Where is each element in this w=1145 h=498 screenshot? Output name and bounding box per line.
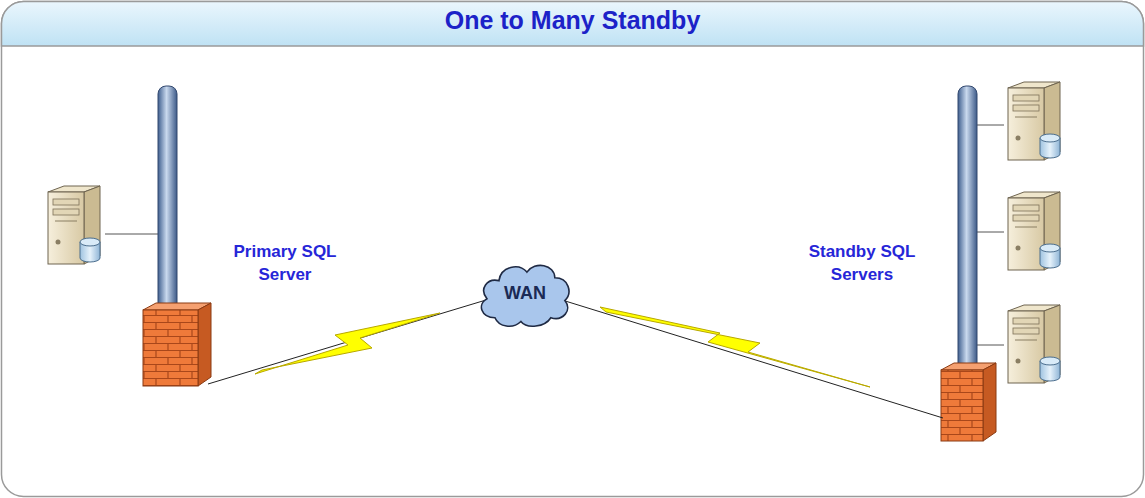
network-backbone xyxy=(158,86,177,316)
link-wire xyxy=(976,125,1004,126)
link-wire xyxy=(976,232,1004,233)
cloud-shape xyxy=(482,265,569,326)
link-wire xyxy=(105,234,160,235)
firewall-side xyxy=(198,303,211,386)
server-icon xyxy=(1008,82,1060,160)
wan-link xyxy=(562,300,943,418)
segment-label: Primary SQL Server xyxy=(205,240,365,286)
network-backbone xyxy=(958,86,977,376)
server-icon xyxy=(1008,192,1060,270)
server-icon xyxy=(1008,305,1060,383)
diagram-title: One to Many Standby xyxy=(0,6,1145,35)
node-label: WAN xyxy=(504,283,546,304)
firewall-side xyxy=(983,363,996,441)
firewall xyxy=(143,310,198,386)
firewall xyxy=(941,370,983,441)
server-icon xyxy=(48,186,100,264)
link-wire xyxy=(976,345,1004,346)
lightning-bolt xyxy=(600,307,870,387)
wan-link xyxy=(208,300,486,384)
wan-cloud: WAN xyxy=(475,255,575,331)
lightning-bolt xyxy=(255,313,440,374)
segment-label: Standby SQL Servers xyxy=(777,240,947,286)
